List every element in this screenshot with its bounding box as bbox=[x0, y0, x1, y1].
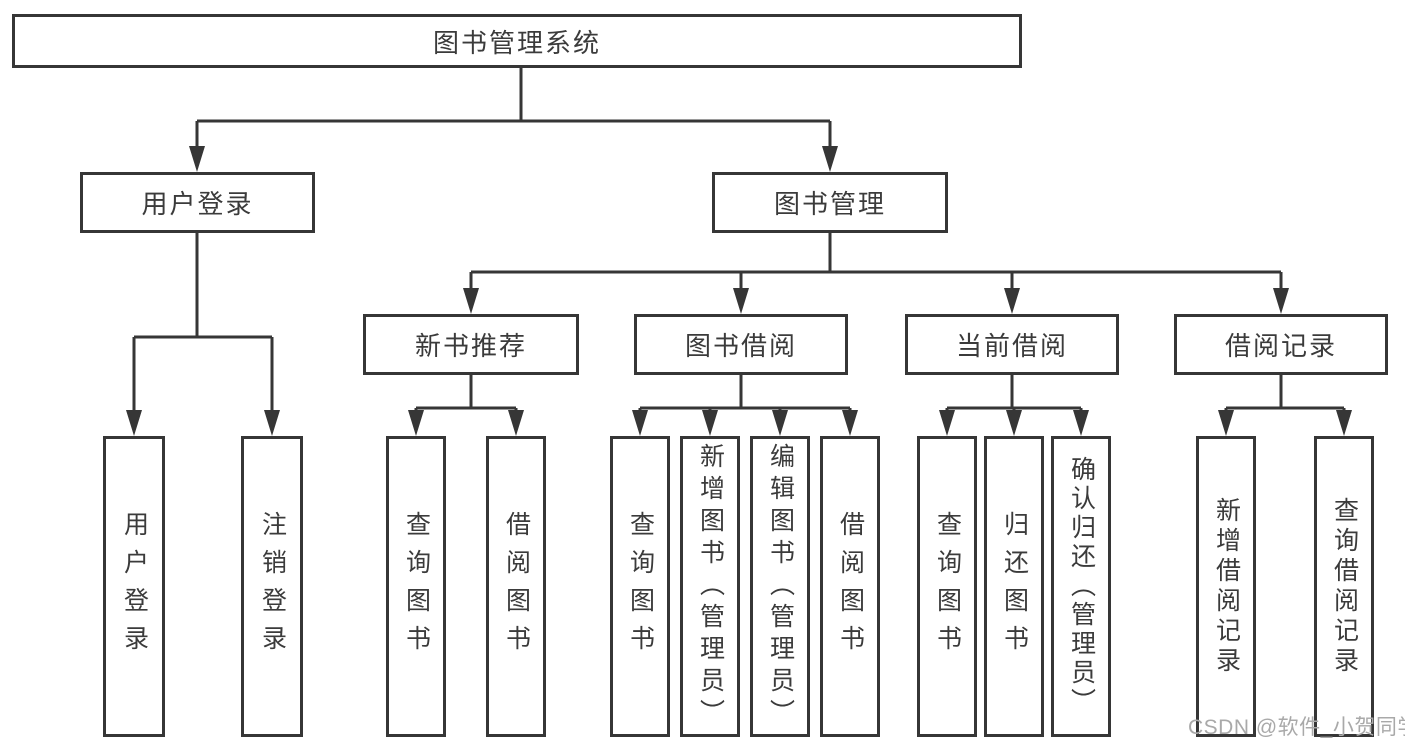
leaf-logout: 注销登录 bbox=[241, 436, 303, 737]
leaf-borrow-books-recommend-label: 借阅图书 bbox=[502, 510, 531, 663]
node-user-login-label: 用户登录 bbox=[141, 189, 254, 219]
leaf-logout-label: 注销登录 bbox=[258, 510, 287, 663]
leaf-borrow-books-borrowing: 借阅图书 bbox=[820, 436, 880, 737]
node-current-borrowing-label: 当前借阅 bbox=[955, 331, 1068, 361]
node-new-book-recommendation: 新书推荐 bbox=[363, 314, 579, 375]
leaf-add-books-admin-label: 新增图书（管理员） bbox=[696, 442, 725, 731]
leaf-user-login-label: 用户登录 bbox=[120, 510, 149, 663]
leaf-borrow-books-recommend: 借阅图书 bbox=[486, 436, 546, 737]
leaf-confirm-return-admin-label: 确认归还（管理员） bbox=[1067, 456, 1096, 717]
leaf-query-borrow-record: 查询借阅记录 bbox=[1314, 436, 1374, 737]
leaf-query-borrow-record-label: 查询借阅记录 bbox=[1330, 496, 1359, 677]
leaf-add-books-admin: 新增图书（管理员） bbox=[680, 436, 740, 737]
leaf-query-books-current-label: 查询图书 bbox=[933, 510, 962, 663]
watermark: CSDN @软件_小贺同学 bbox=[1188, 716, 1405, 739]
leaf-add-borrow-record: 新增借阅记录 bbox=[1196, 436, 1256, 737]
node-book-management-label: 图书管理 bbox=[773, 189, 886, 219]
leaf-query-books-borrowing-label: 查询图书 bbox=[626, 510, 655, 663]
leaf-add-borrow-record-label: 新增借阅记录 bbox=[1212, 496, 1241, 677]
leaf-query-books-recommend-label: 查询图书 bbox=[402, 510, 431, 663]
arrowhead-icons bbox=[126, 146, 1352, 436]
leaf-query-books-current: 查询图书 bbox=[917, 436, 977, 737]
leaf-return-books: 归还图书 bbox=[984, 436, 1044, 737]
leaf-edit-books-admin-label: 编辑图书（管理员） bbox=[766, 442, 795, 731]
leaf-query-books-borrowing: 查询图书 bbox=[610, 436, 670, 737]
node-borrowing-records: 借阅记录 bbox=[1174, 314, 1388, 375]
node-root-label: 图书管理系统 bbox=[432, 27, 601, 58]
node-book-borrowing-label: 图书借阅 bbox=[684, 331, 797, 361]
leaf-borrow-books-borrowing-label: 借阅图书 bbox=[836, 510, 865, 663]
node-root: 图书管理系统 bbox=[12, 14, 1022, 68]
node-new-book-recommendation-label: 新书推荐 bbox=[414, 331, 527, 361]
node-borrowing-records-label: 借阅记录 bbox=[1224, 331, 1337, 361]
node-book-management: 图书管理 bbox=[712, 172, 948, 233]
node-book-borrowing: 图书借阅 bbox=[634, 314, 848, 375]
leaf-query-books-recommend: 查询图书 bbox=[386, 436, 446, 737]
node-current-borrowing: 当前借阅 bbox=[905, 314, 1119, 375]
node-user-login: 用户登录 bbox=[80, 172, 315, 233]
leaf-return-books-label: 归还图书 bbox=[1000, 510, 1029, 663]
leaf-edit-books-admin: 编辑图书（管理员） bbox=[750, 436, 810, 737]
leaf-confirm-return-admin: 确认归还（管理员） bbox=[1051, 436, 1111, 737]
leaf-user-login: 用户登录 bbox=[103, 436, 165, 737]
